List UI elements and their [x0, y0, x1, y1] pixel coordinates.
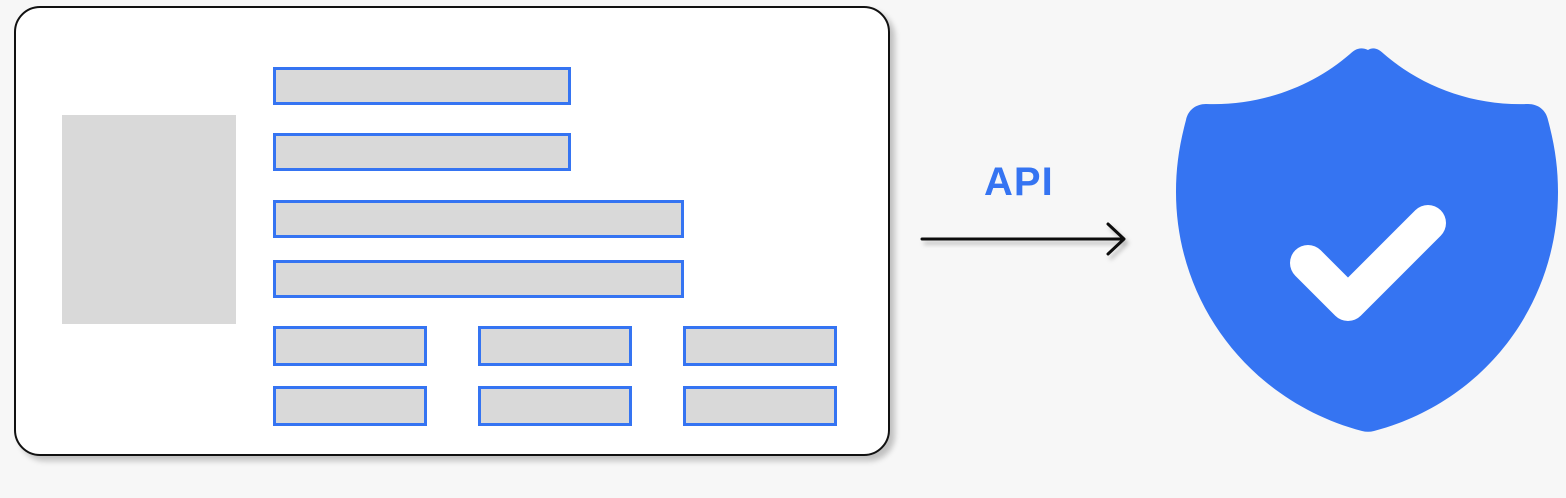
field-detail-3: [683, 326, 837, 366]
field-name-line-2: [273, 133, 571, 171]
field-detail-2: [478, 326, 632, 366]
shield-check-icon: [1176, 48, 1558, 432]
field-detail-5: [478, 386, 632, 426]
check-mark-icon: [1290, 205, 1446, 321]
field-detail-4: [273, 386, 427, 426]
field-detail-1: [273, 326, 427, 366]
api-label: API: [984, 160, 1054, 204]
field-address-line-2: [273, 260, 684, 298]
arrow-right-icon: [920, 222, 1126, 256]
photo-placeholder: [62, 115, 236, 324]
field-name-line-1: [273, 67, 571, 105]
field-detail-6: [683, 386, 837, 426]
field-address-line-1: [273, 200, 684, 238]
